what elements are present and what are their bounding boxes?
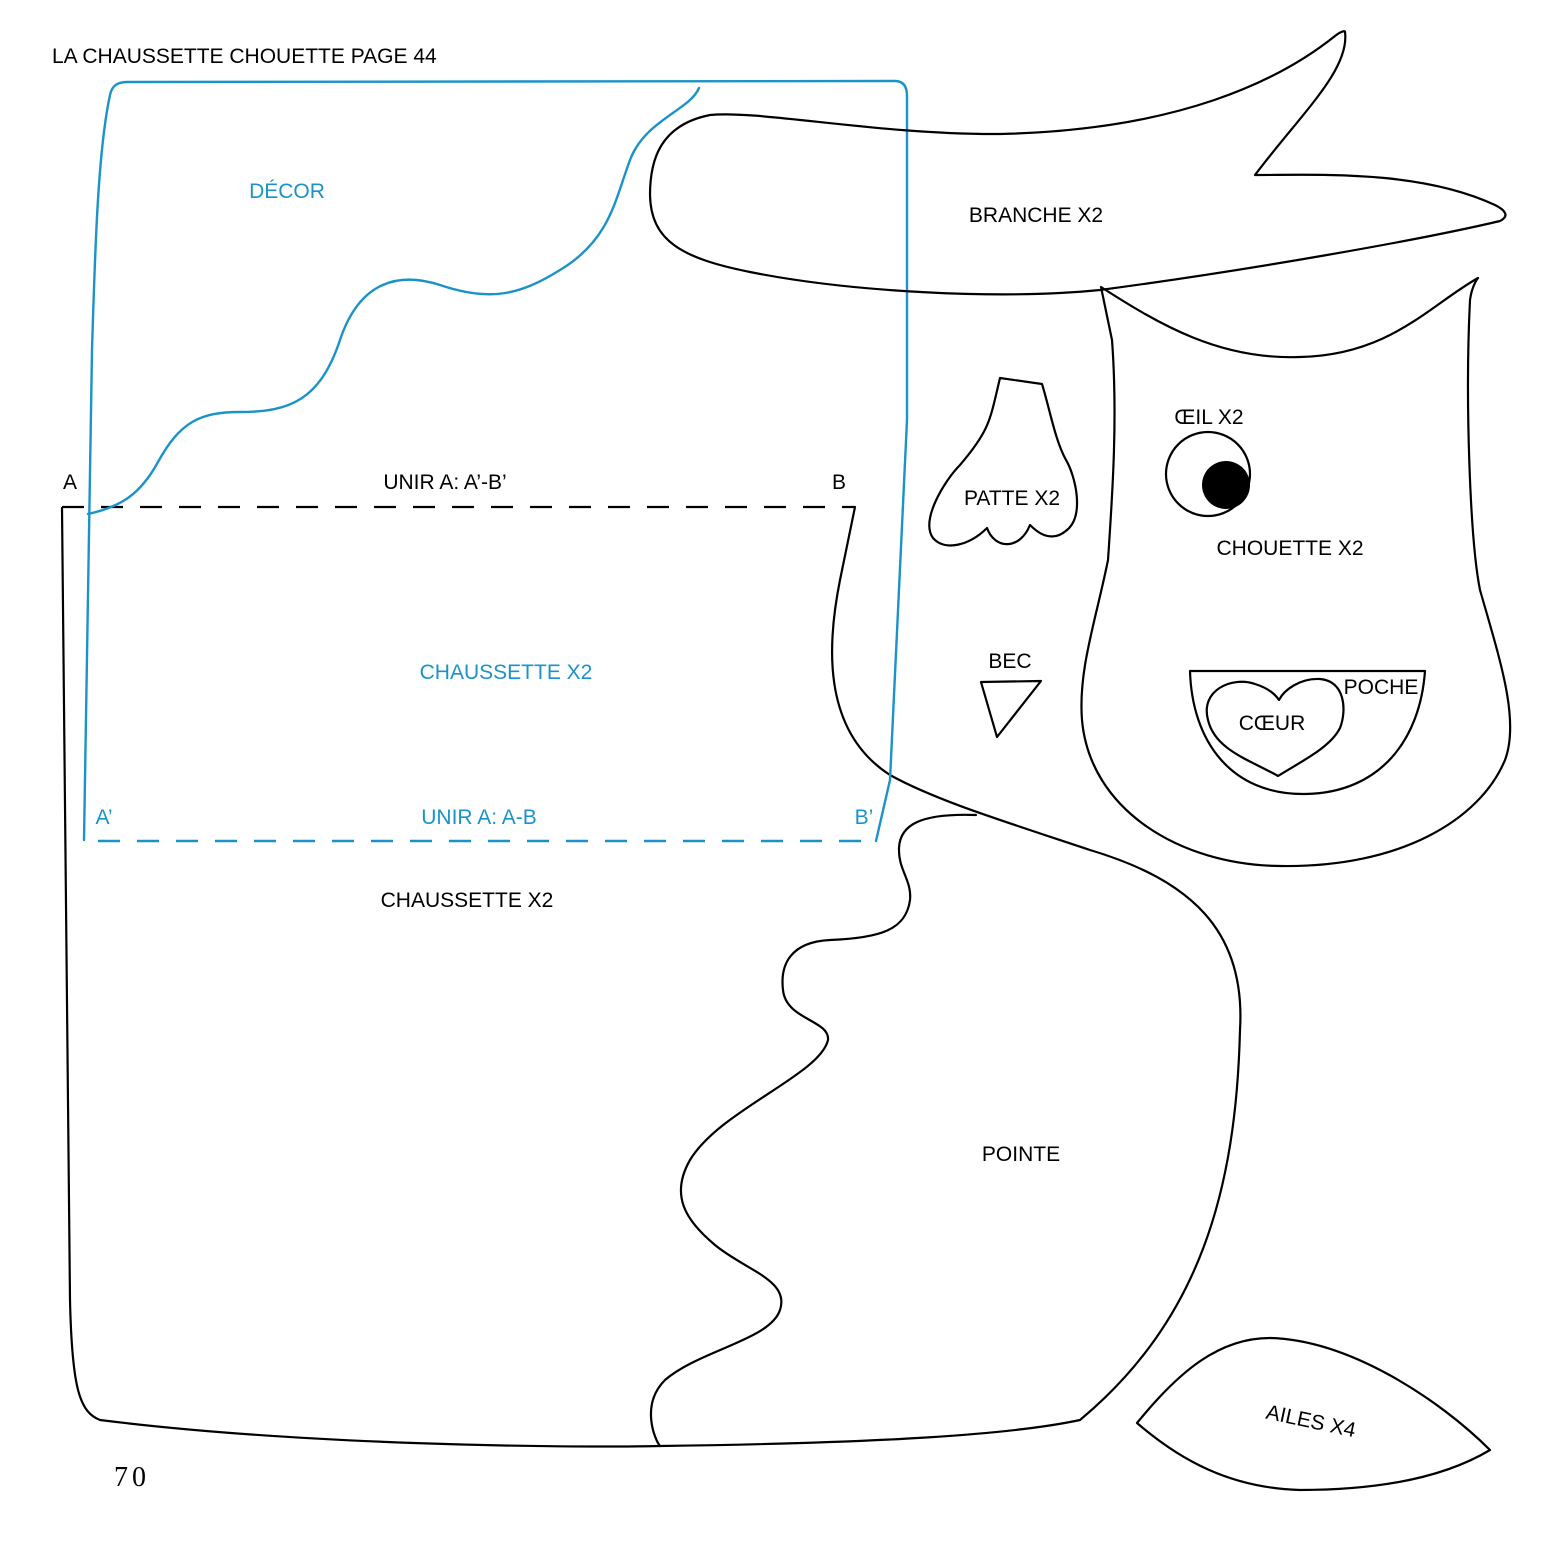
chaussette-black-label: CHAUSSETTE X2 xyxy=(381,889,554,912)
patte-outline xyxy=(928,376,1079,547)
poche-label: POCHE xyxy=(1344,676,1419,699)
oeil-outline xyxy=(1164,430,1252,518)
page-number: 70 xyxy=(114,1462,150,1493)
page-title: LA CHAUSSETTE CHOUETTE PAGE 44 xyxy=(52,45,437,68)
oeil-pupil xyxy=(1202,461,1250,509)
coeur-label: CŒUR xyxy=(1239,712,1306,735)
pointe-outline xyxy=(649,813,978,1448)
chaussette-blue-label: CHAUSSETTE X2 xyxy=(420,661,593,684)
chouette-label: CHOUETTE X2 xyxy=(1216,537,1363,560)
poche-outline xyxy=(1188,669,1427,796)
chaussette-outline xyxy=(60,505,1242,1448)
oeil-label: ŒIL X2 xyxy=(1174,406,1243,429)
bec-label: BEC xyxy=(988,650,1031,673)
marker-a-prime: A’ xyxy=(95,806,112,829)
marker-a: A xyxy=(63,471,77,494)
chouette-outline xyxy=(1080,276,1512,868)
bec-outline xyxy=(979,679,1043,739)
ailes-label: AILES X4 xyxy=(1264,1401,1358,1442)
decor-cut-line xyxy=(86,86,701,516)
ailes-outline xyxy=(1135,1336,1492,1492)
marker-b-prime: B’ xyxy=(855,806,874,829)
unir-blue-label: UNIR A: A-B xyxy=(421,806,537,829)
branche-label: BRANCHE X2 xyxy=(969,204,1103,227)
branche-outline xyxy=(648,30,1507,296)
unir-black-label: UNIR A: A’-B’ xyxy=(383,471,506,494)
chaussette-decor-outline xyxy=(82,79,909,843)
pointe-label: POINTE xyxy=(982,1143,1060,1166)
decor-label: DÉCOR xyxy=(249,180,325,203)
marker-b: B xyxy=(832,471,846,494)
patte-label: PATTE X2 xyxy=(964,487,1060,510)
coeur-outline xyxy=(1205,677,1345,778)
